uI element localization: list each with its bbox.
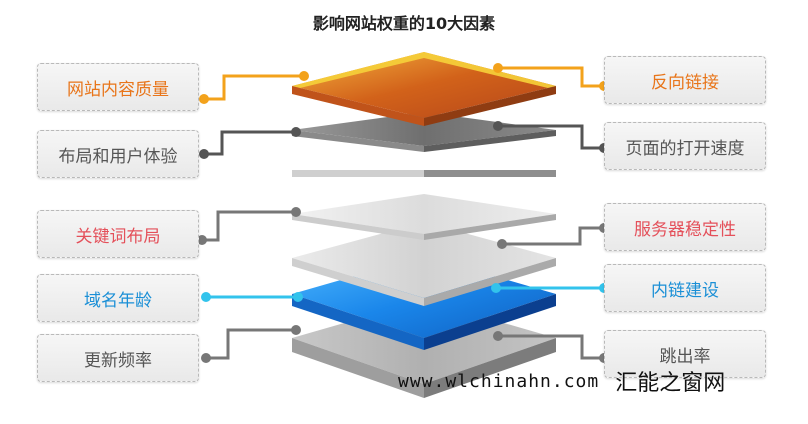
diagram-title: 影响网站权重的10大因素 xyxy=(312,14,496,33)
connector-update-frequency xyxy=(206,328,296,360)
dot-server-stability-left xyxy=(497,239,507,249)
label-update-frequency: 更新频率 xyxy=(37,334,199,382)
dot-update-frequency-left xyxy=(201,353,211,363)
dot-internal-links-left xyxy=(491,283,501,293)
watermark-brand: 汇能之窗网 xyxy=(615,371,726,396)
label-backlinks: 反向链接 xyxy=(604,56,766,104)
label-content-quality: 网站内容质量 xyxy=(37,63,199,111)
connector-page-speed xyxy=(498,124,604,150)
label-server-stability: 服务器稳定性 xyxy=(604,203,766,251)
connector-bounce-rate xyxy=(498,334,604,360)
dot-domain-age-right xyxy=(293,292,303,302)
dot-domain-age-left xyxy=(201,292,211,302)
connector-content-quality xyxy=(204,74,304,101)
layer-orange xyxy=(292,52,556,126)
dot-bounce-rate-left xyxy=(493,331,503,341)
dot-page-speed-left xyxy=(493,121,503,131)
connector-backlinks xyxy=(498,66,604,88)
label-domain-age: 域名年龄 xyxy=(37,274,199,322)
dot-keyword-layout-right xyxy=(291,207,301,217)
layer-separator xyxy=(292,170,556,177)
watermark: www.wlchinahn.com 汇能之窗网 xyxy=(398,366,798,397)
dot-update-frequency-right xyxy=(291,325,301,335)
layer-light-grey-1 xyxy=(292,194,556,240)
label-internal-links: 内链建设 xyxy=(604,264,766,312)
layer-light-grey-2 xyxy=(292,222,556,306)
label-layout-ux: 布局和用户体验 xyxy=(37,130,199,178)
dot-content-quality-left xyxy=(199,94,209,104)
connector-keyword-layout xyxy=(202,210,296,242)
dot-keyword-layout-left xyxy=(197,235,207,245)
label-keyword-layout: 关键词布局 xyxy=(37,210,199,258)
label-bounce-rate: 跳出率 xyxy=(604,330,766,378)
connector-server-stability xyxy=(502,226,604,246)
dot-layout-ux-left xyxy=(199,149,209,159)
connector-layout-ux xyxy=(204,130,296,156)
dot-content-quality-right xyxy=(299,71,309,81)
label-page-speed: 页面的打开速度 xyxy=(604,122,766,170)
watermark-url: www.wlchinahn.com xyxy=(398,370,600,392)
dot-backlinks-left xyxy=(493,63,503,73)
dot-layout-ux-right xyxy=(291,127,301,137)
layer-dark-grey xyxy=(292,112,556,152)
